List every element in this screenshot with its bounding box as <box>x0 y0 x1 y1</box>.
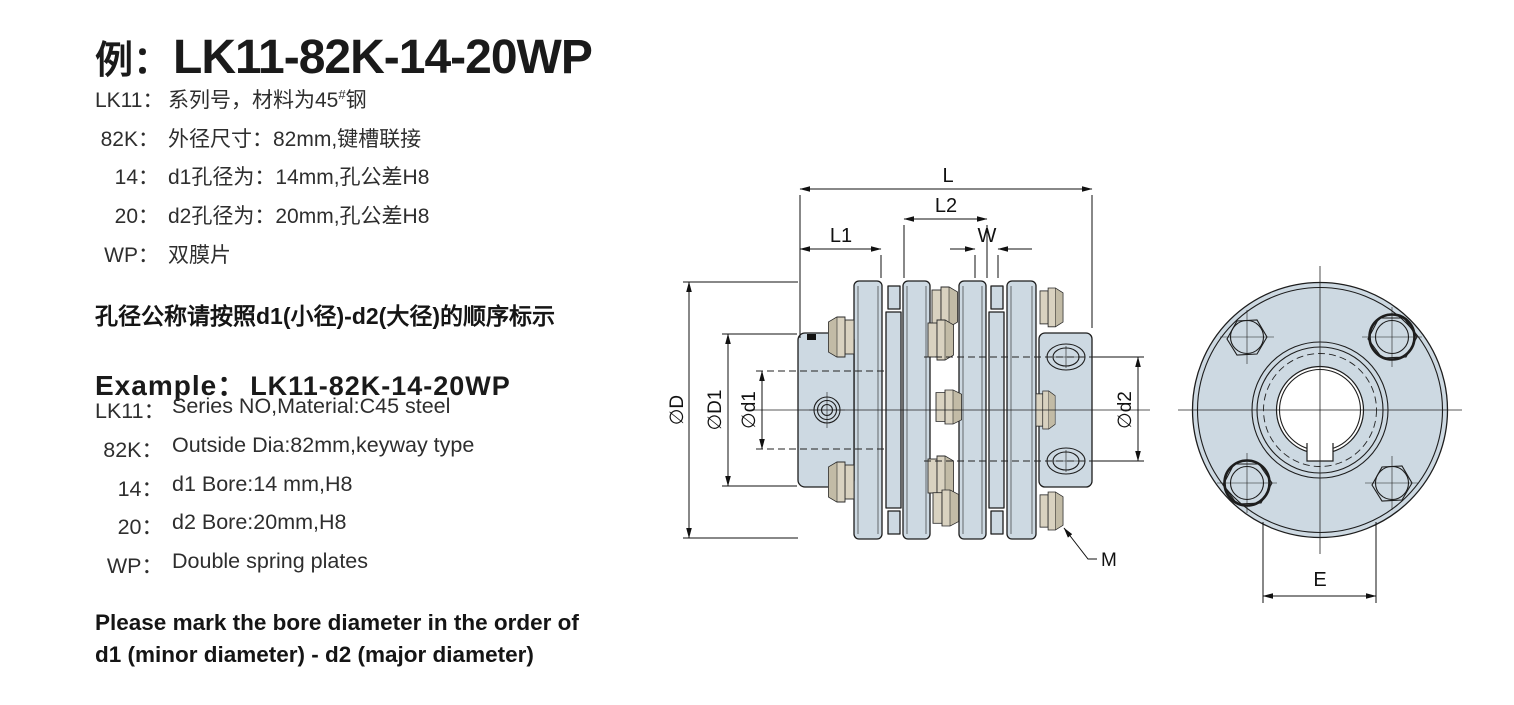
item-label: WP： <box>106 554 163 579</box>
en-spec-list: LK11： Series NO,Material:C45 steel 82K： … <box>95 394 474 588</box>
side-view <box>753 280 1150 540</box>
bolt <box>935 389 962 425</box>
example-title-prefix: Example： <box>95 369 247 401</box>
title-prefix-cn: 例： <box>95 40 172 83</box>
superscript-hash: # <box>338 87 346 102</box>
item-label: 20： <box>114 205 159 229</box>
item-text: 外径尺寸：82mm,键槽联接 <box>168 127 422 151</box>
item-label: 20： <box>117 515 163 540</box>
cn-spec-list: LK11： 系列号，材料为45#钢 82K： 外径尺寸：82mm,键槽联接 14… <box>95 84 429 277</box>
example-title-model: LK11-82K-14-20WP <box>250 370 511 401</box>
item-text: 系列号，材料为45#钢 <box>168 84 367 114</box>
item-label: LK11： <box>95 89 164 112</box>
front-view: E <box>1178 266 1462 603</box>
spacer-bushing <box>990 285 1004 310</box>
item-text-part: 钢 <box>345 89 367 112</box>
spacer-bushing <box>887 510 901 535</box>
technical-drawing: L L2 L1 W ∅D ∅D1 <box>667 165 1462 603</box>
title-model-number: LK11-82K-14-20WP <box>173 31 593 85</box>
en-note-line1: Please mark the bore diameter in the ord… <box>95 609 579 635</box>
bolt <box>1039 287 1064 328</box>
flange-bolt-hex <box>1365 456 1419 510</box>
item-text: Double spring plates <box>172 549 369 574</box>
list-item: WP： Double spring plates <box>95 549 474 588</box>
item-text: d1 Bore:14 mm,H8 <box>172 471 353 496</box>
list-item: 14： d1 Bore:14 mm,H8 <box>95 472 474 511</box>
item-label: 82K： <box>103 437 163 462</box>
item-text: Series NO,Material:C45 steel <box>172 394 451 418</box>
dim-label-d1: ∅d1 <box>739 391 760 429</box>
bolt <box>1039 491 1064 531</box>
list-item: 14： d1孔径为：14mm,孔公差H8 <box>95 161 430 200</box>
flange-bolt-hex <box>1220 310 1274 364</box>
list-item: WP： 双膜片 <box>95 239 429 278</box>
page-title: 例： LK11-82K-14-20WP <box>95 29 593 85</box>
flange-bolt-nut <box>1362 307 1422 367</box>
item-label: 14： <box>114 166 159 190</box>
list-item: LK11： Series NO,Material:C45 steel <box>95 394 474 433</box>
dimensions: L L2 L1 W ∅D ∅D1 <box>667 165 1144 571</box>
dim-label-W: W <box>978 225 997 247</box>
cn-order-note: 孔径公称请按照d1(小径)-d2(大径)的顺序标示 <box>95 303 555 329</box>
dim-label-d2: ∅d2 <box>1115 391 1136 429</box>
list-item: 20： d2孔径为：20mm,孔公差H8 <box>95 200 430 239</box>
item-text: d2 Bore:20mm,H8 <box>172 510 347 535</box>
en-note-line2: d1 (minor diameter) - d2 (major diameter… <box>95 641 534 667</box>
bolt <box>932 489 959 527</box>
keyway-mark <box>807 334 816 340</box>
item-label: 14： <box>117 476 163 501</box>
dim-label-M: M <box>1101 550 1117 571</box>
bolt <box>927 319 954 361</box>
en-order-note: Please mark the bore diameter in the ord… <box>95 607 579 671</box>
item-label: 82K： <box>100 127 159 151</box>
list-item: 20： d2 Bore:20mm,H8 <box>95 510 474 549</box>
item-text: Outside Dia:82mm,keyway type <box>172 432 475 457</box>
example-title: Example： LK11-82K-14-20WP <box>95 364 511 404</box>
list-item: LK11： 系列号，材料为45#钢 <box>95 84 429 123</box>
dim-label-L: L <box>942 165 953 187</box>
dim-label-D: ∅D <box>667 395 688 425</box>
item-label: LK11： <box>95 399 166 423</box>
item-text: d1孔径为：14mm,孔公差H8 <box>168 166 430 190</box>
list-item: 82K： Outside Dia:82mm,keyway type <box>95 433 474 472</box>
dim-label-L1: L1 <box>830 225 852 247</box>
item-text-part: 系列号，材料为45 <box>168 89 339 112</box>
bolt <box>828 461 855 503</box>
spacer-bushing <box>990 510 1004 535</box>
spacer-bushing <box>887 285 901 310</box>
dim-label-L2: L2 <box>935 195 957 217</box>
dim-label-E: E <box>1313 569 1326 591</box>
flange-bolt-nut <box>1217 453 1277 513</box>
dim-label-D1: ∅D1 <box>705 390 726 431</box>
bolt <box>828 316 855 358</box>
list-item: 82K： 外径尺寸：82mm,键槽联接 <box>95 123 429 162</box>
item-text: d2孔径为：20mm,孔公差H8 <box>168 205 430 229</box>
m-leader-line <box>1063 527 1097 560</box>
item-text: 双膜片 <box>168 243 231 267</box>
item-label: WP： <box>104 243 159 267</box>
